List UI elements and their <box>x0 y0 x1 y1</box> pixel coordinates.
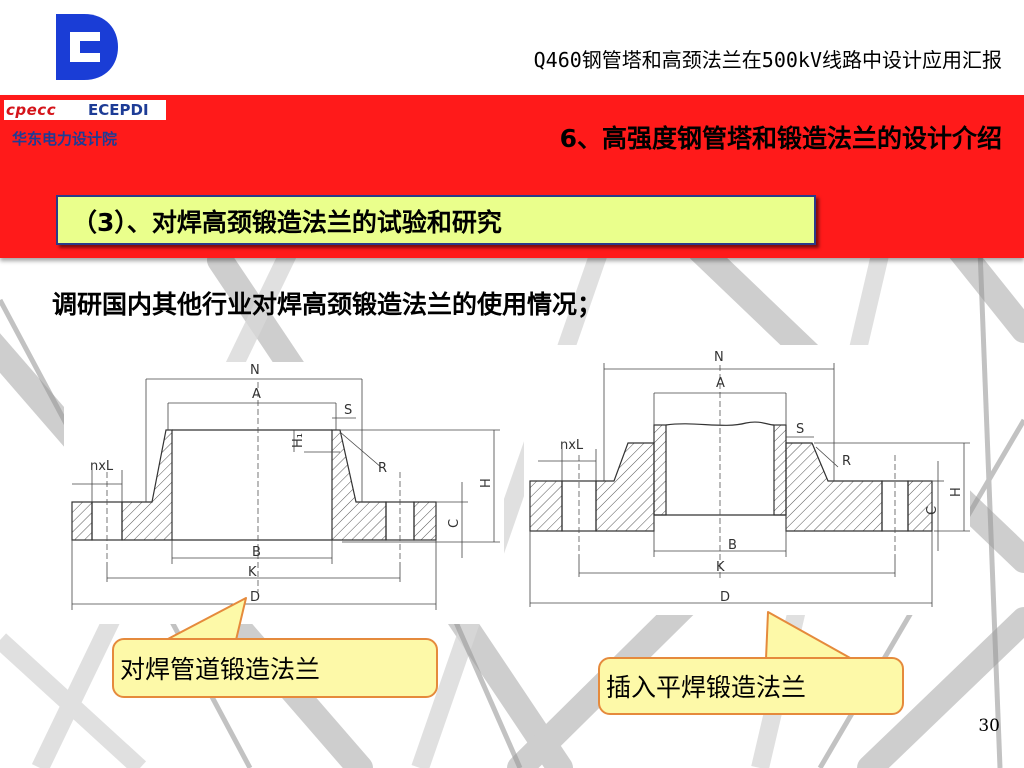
subsection-title-box <box>56 195 816 245</box>
callout-slip-on-text: 插入平焊锻造法兰 <box>606 673 807 702</box>
dim-label-d: D <box>720 590 730 605</box>
ecepdi-logo <box>56 14 118 80</box>
dim-label-nxl: nxL <box>560 438 584 453</box>
dim-label-s: S <box>796 422 804 437</box>
slide-header <box>0 0 1024 95</box>
dim-label-k: K <box>716 560 725 575</box>
dim-label-r: R <box>842 454 851 469</box>
callout-slip-on <box>598 657 904 715</box>
dim-label-c: C <box>447 519 462 528</box>
callout-weld-neck <box>112 638 438 698</box>
dim-label-h: H <box>479 478 494 488</box>
dim-label-b: B <box>252 545 261 560</box>
dim-label-c: C <box>925 506 940 515</box>
dim-label-h: H <box>949 487 964 497</box>
dim-label-b: B <box>728 538 737 553</box>
subsection-title: （3）、对焊高颈锻造法兰的试验和研究 <box>72 208 502 237</box>
brand-logo-box <box>4 100 166 120</box>
weld-neck-flange-diagram: N A S H₁ R nxL H C B K D <box>64 362 504 624</box>
dim-label-r: R <box>378 461 387 476</box>
brand-cpecc: cpecc <box>6 101 57 119</box>
page-number: 30 <box>978 716 1000 736</box>
intro-text: 调研国内其他行业对焊高颈锻造法兰的使用情况； <box>52 290 603 319</box>
dim-label-a: A <box>252 387 261 402</box>
brand-ecepdi: ECEPDI <box>88 101 149 119</box>
slip-on-flange-diagram: N A S R nxL H C B K D <box>524 345 970 615</box>
organization-name: 华东电力设计院 <box>12 130 118 148</box>
dim-label-h1: H₁ <box>291 433 306 448</box>
dim-label-n: N <box>714 350 724 365</box>
dim-label-nxl: nxL <box>90 459 114 474</box>
document-title: Q460钢管塔和高颈法兰在500kV线路中设计应用汇报 <box>533 48 1002 72</box>
section-title: 6、高强度钢管塔和锻造法兰的设计介绍 <box>559 124 1002 153</box>
dim-label-n: N <box>250 363 260 378</box>
dim-label-d: D <box>250 590 260 605</box>
dim-label-s: S <box>344 403 352 418</box>
callout-weld-neck-text: 对焊管道锻造法兰 <box>120 655 321 684</box>
dim-label-k: K <box>248 565 257 580</box>
dim-label-a: A <box>716 376 725 391</box>
